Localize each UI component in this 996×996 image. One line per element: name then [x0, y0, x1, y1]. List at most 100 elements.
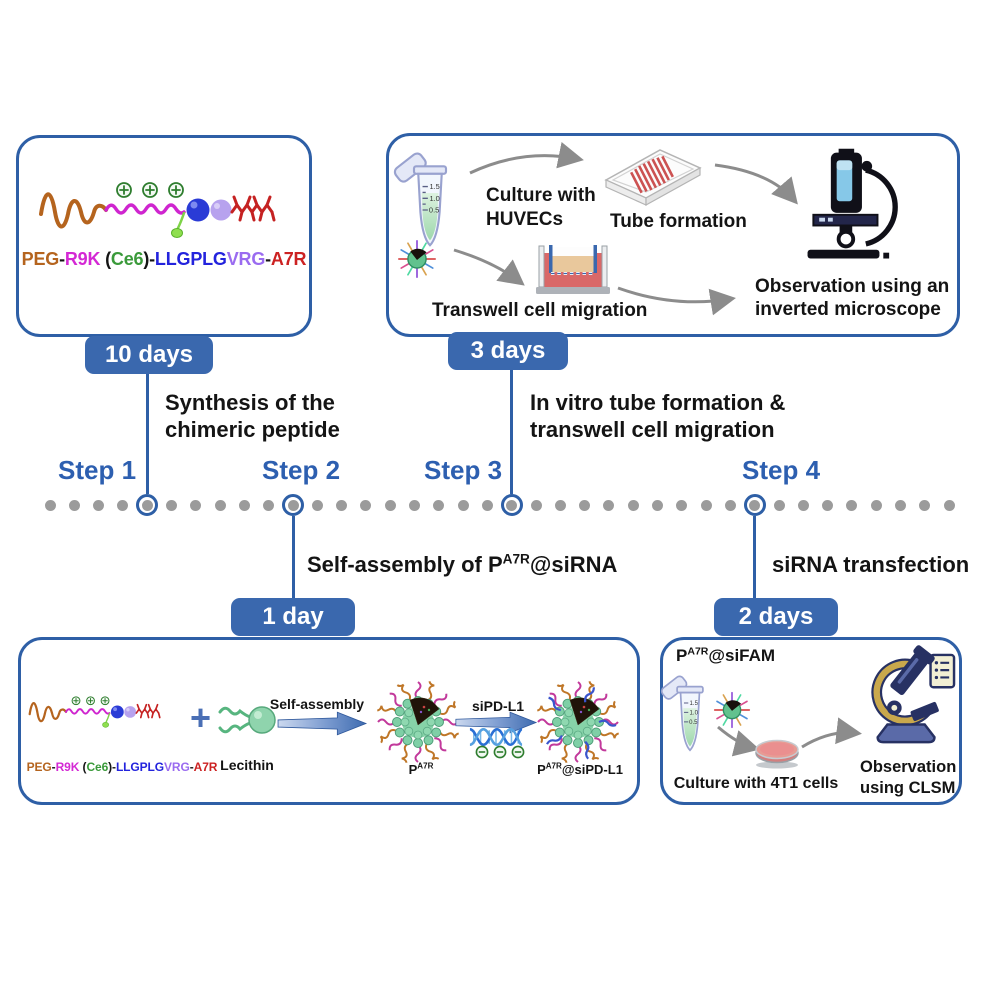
- timeline-dot: [676, 499, 688, 511]
- formula-segment: -: [51, 760, 56, 774]
- formula-segment: )-: [143, 249, 155, 269]
- formula-segment: LLGPLG: [154, 249, 227, 269]
- timeline-dot: [822, 499, 834, 511]
- transfection-section-label: siRNA transfection: [772, 552, 970, 577]
- step-4-label: Step 4: [742, 455, 821, 485]
- timeline-dot: [336, 499, 348, 511]
- duration-badge-synthesis: 10 days: [85, 336, 213, 374]
- formula-segment: (: [100, 249, 111, 269]
- chimeric-peptide-icon: [39, 181, 276, 240]
- timeline-dot: [117, 499, 129, 511]
- pa7r-label: PA7R: [408, 761, 434, 777]
- formula-segment: -: [265, 249, 271, 269]
- svg-text:1.5: 1.5: [429, 182, 439, 191]
- formula-segment: LLGPLG: [115, 760, 165, 774]
- timeline-dot: [409, 499, 420, 511]
- eppendorf-tube-icon-2: 1.5 1.0 0.5: [660, 675, 704, 752]
- chimeric-peptide-icon-small: [28, 695, 161, 729]
- pa7r-sipdl1-label: PA7R@siPD-L1: [537, 761, 623, 777]
- tube-formation-label: Tube formation: [610, 211, 747, 232]
- transwell-migration-label: Transwell cell migration: [432, 300, 648, 321]
- step-1-label: Step 1: [58, 455, 137, 485]
- timeline-dot: [68, 499, 80, 511]
- arrow-plate-to-microscope: [714, 163, 798, 205]
- arrow-tube-to-dish: [717, 725, 760, 757]
- lecithin-icon: [218, 706, 276, 734]
- step-2-label: Step 2: [262, 455, 341, 485]
- duration-badge-assembly: 1 day: [231, 598, 355, 636]
- timeline-marker-step3: [500, 494, 523, 516]
- timeline-dot: [870, 499, 882, 511]
- connector-step3: [510, 370, 514, 494]
- self-assembly-arrow: [277, 711, 367, 736]
- nanoparticle-pa7r-icon: [374, 678, 462, 766]
- timeline-dot: [93, 499, 105, 511]
- formula-segment: VRG: [226, 249, 266, 269]
- timeline-marker-step4: [743, 494, 766, 516]
- timeline-dot: [263, 499, 275, 511]
- peptide-formula: PEG-R9K (Ce6)-LLGPLGVRG-A7R: [16, 249, 312, 270]
- timeline-dot: [895, 499, 906, 511]
- arrow-tube-to-plate: [469, 141, 584, 175]
- sirna-helix-icon: [469, 728, 523, 746]
- timeline-dot: [166, 499, 177, 511]
- culture-4t1-label: Culture with 4T1 cells: [673, 775, 839, 792]
- svg-text:1.0: 1.0: [690, 711, 699, 717]
- formula-segment: A7R: [193, 760, 218, 774]
- timeline-dot: [943, 499, 955, 511]
- formula-segment: R9K: [55, 760, 80, 774]
- timeline-dot: [724, 499, 736, 511]
- duration-badge-invitro: 3 days: [448, 332, 568, 370]
- formula-segment: R9K: [64, 249, 101, 269]
- timeline-dot: [360, 499, 372, 511]
- timeline-dot: [457, 499, 469, 511]
- arrow-dish-to-clsm: [801, 717, 862, 749]
- formula-segment: VRG: [164, 760, 190, 774]
- svg-text:1.5: 1.5: [690, 701, 699, 707]
- clsm-microscope-icon: [871, 645, 956, 744]
- assembly-section-label: Self-assembly of PA7R@siRNA: [307, 551, 618, 577]
- lecithin-label: Lecithin: [220, 757, 274, 773]
- step-3-label: Step 3: [424, 455, 503, 485]
- transwell-icon: [536, 245, 610, 294]
- nanoparticle-icon: [398, 240, 436, 278]
- formula-segment: PEG: [21, 249, 60, 269]
- svg-text:0.5: 0.5: [429, 206, 439, 215]
- timeline-dot: [530, 499, 542, 511]
- plus-sign: +: [190, 697, 212, 738]
- timeline-dot: [919, 499, 931, 511]
- timeline-dot: [433, 499, 445, 511]
- formula-segment: -: [189, 760, 194, 774]
- timeline-dot: [384, 499, 396, 511]
- timeline-dot: [700, 499, 712, 511]
- timeline-dot: [554, 499, 566, 511]
- sipdl1-label: siPD-L1: [471, 698, 525, 714]
- timeline-dot: [214, 499, 226, 511]
- eppendorf-tube-icon: 1.5 1.0 0.5: [393, 152, 448, 247]
- self-assembly-label: Self-assembly: [269, 696, 365, 712]
- negative-charge-icons: [475, 745, 525, 759]
- inverted-microscope-icon: [807, 148, 898, 259]
- formula-segment: -: [59, 249, 65, 269]
- timeline-marker-step2: [282, 494, 304, 516]
- arrow-tube-to-transwell: [453, 248, 525, 286]
- timeline-dot: [797, 499, 809, 511]
- connector-step4: [753, 516, 757, 600]
- formula-segment: PEG: [26, 760, 52, 774]
- formula-segment: A7R: [270, 249, 307, 269]
- duration-badge-transfection: 2 days: [714, 598, 838, 636]
- timeline-dot: [190, 499, 202, 511]
- arrow-transwell-to-observation: [617, 286, 736, 316]
- petri-dish-icon: [755, 739, 799, 769]
- timeline-dot: [238, 499, 250, 511]
- peptide-formula-small: PEG-R9K (Ce6)-LLGPLGVRG-A7R: [24, 760, 220, 774]
- formula-segment: Ce6: [110, 249, 144, 269]
- timeline-dot: [652, 499, 663, 511]
- svg-text:0.5: 0.5: [689, 720, 698, 726]
- invitro-section-label: In vitro tube formation &transwell cell …: [530, 390, 786, 442]
- timeline-dot: [627, 499, 639, 511]
